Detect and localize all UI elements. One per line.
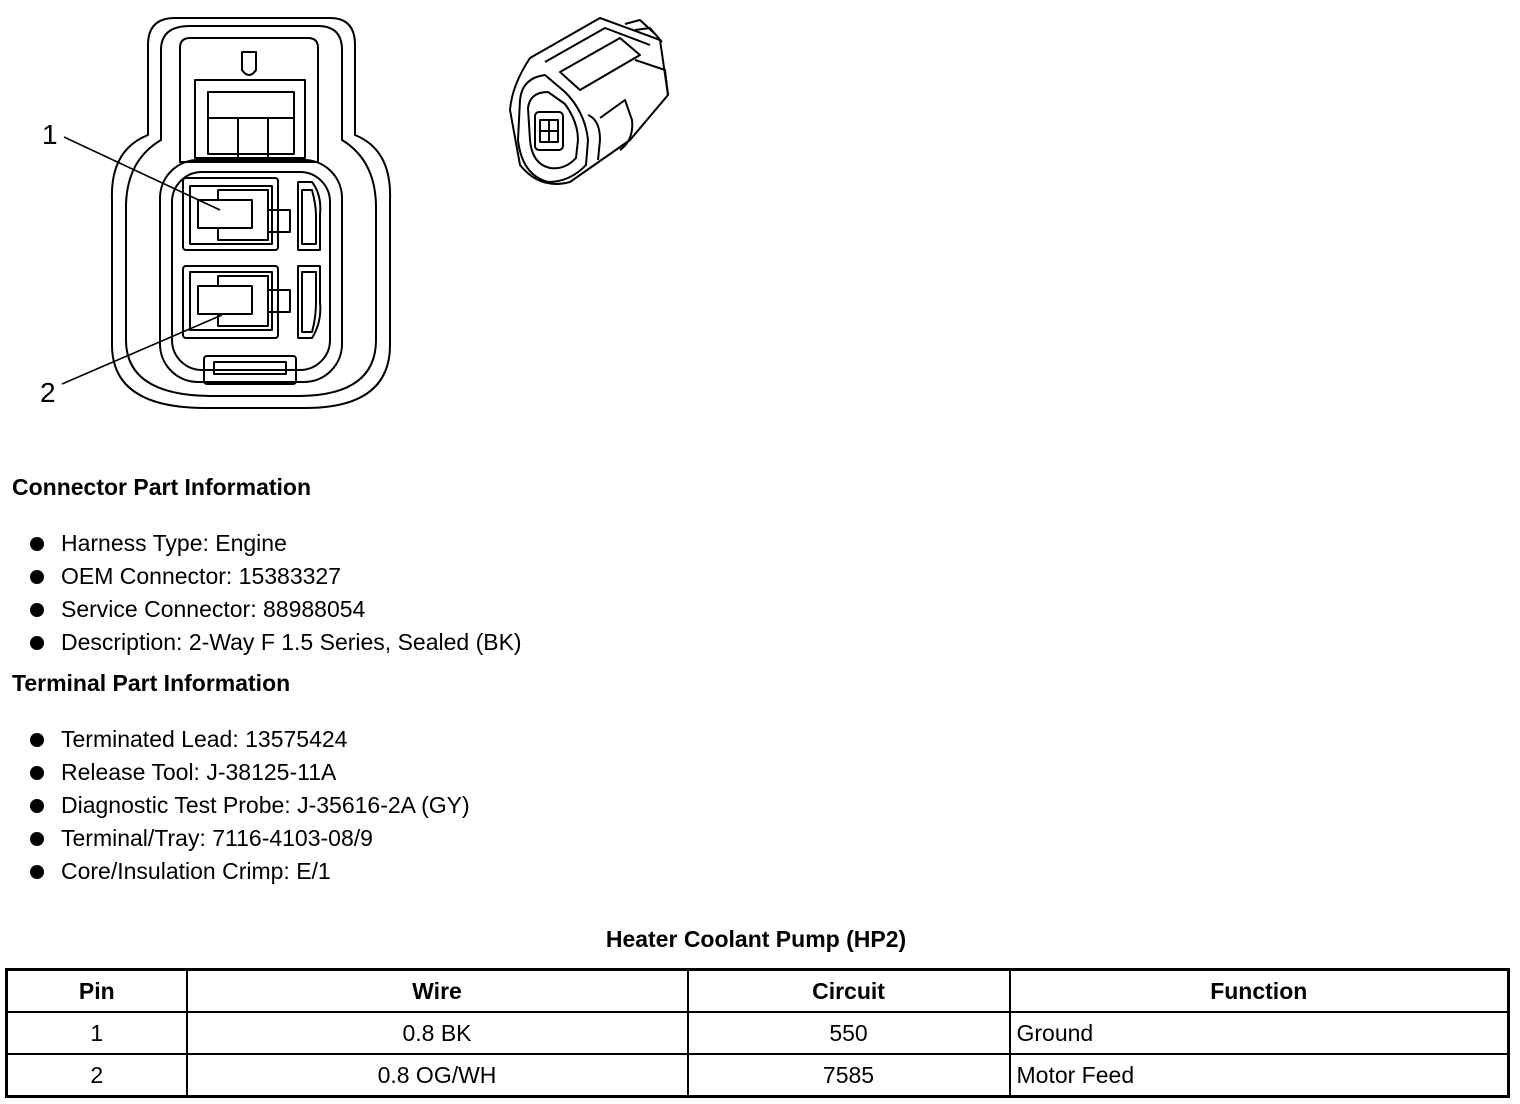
terminal-info-list: Terminated Lead: 13575424 Release Tool: …: [28, 723, 470, 888]
pin-cell: 1: [5, 1011, 188, 1055]
column-header-circuit: Circuit: [686, 968, 1011, 1013]
bullet-icon: [30, 766, 44, 780]
connector-3d-view: [509, 17, 669, 185]
table-row: 1 0.8 BK 550 Ground: [5, 1011, 1510, 1055]
circuit-cell: 550: [686, 1011, 1011, 1055]
connector-diagram: 1 2: [40, 17, 669, 409]
terminal-info-item: Diagnostic Test Probe: J-35616-2A (GY): [28, 789, 470, 822]
terminal-info-item: Core/Insulation Crimp: E/1: [28, 855, 470, 888]
pin-cell: 2: [5, 1053, 188, 1098]
connector-info-item: Description: 2-Way F 1.5 Series, Sealed …: [28, 626, 522, 659]
pin-1-cavity: [182, 177, 279, 251]
bullet-icon: [30, 733, 44, 747]
wire-cell: 0.8 BK: [185, 1011, 689, 1055]
table-header-row: Pin Wire Circuit Function: [5, 968, 1510, 1013]
bullet-icon: [30, 832, 44, 846]
bullet-icon: [30, 865, 44, 879]
connector-info-heading: Connector Part Information: [12, 474, 312, 500]
table-row: 2 0.8 OG/WH 7585 Motor Feed: [5, 1053, 1510, 1098]
terminal-info-item: Terminal/Tray: 7116-4103-08/9: [28, 822, 470, 855]
connector-housing-outline: [110, 17, 392, 409]
bullet-icon: [30, 799, 44, 813]
function-cell: Motor Feed: [1008, 1053, 1510, 1098]
terminal-info-heading: Terminal Part Information: [12, 670, 291, 696]
connector-info-list: Harness Type: Engine OEM Connector: 1538…: [28, 527, 522, 659]
pin-1-leader-line: [63, 136, 221, 211]
connector-info-item: Service Connector: 88988054: [28, 593, 522, 626]
connector-info-item: Harness Type: Engine: [28, 527, 522, 560]
function-cell: Ground: [1008, 1011, 1510, 1055]
bullet-icon: [30, 636, 44, 650]
column-header-pin: Pin: [5, 968, 188, 1013]
circuit-cell: 7585: [686, 1053, 1011, 1098]
pin-1-callout: 1: [42, 119, 58, 150]
column-header-wire: Wire: [185, 968, 689, 1013]
bullet-icon: [30, 537, 44, 551]
pin-2-callout: 2: [40, 377, 56, 408]
pin-2-leader-line: [61, 314, 223, 385]
connector-info-item: OEM Connector: 15383327: [28, 560, 522, 593]
wire-cell: 0.8 OG/WH: [185, 1053, 689, 1098]
column-header-function: Function: [1008, 968, 1510, 1013]
terminal-info-item: Terminated Lead: 13575424: [28, 723, 470, 756]
pin-table: Pin Wire Circuit Function 1 0.8 BK 550 G…: [5, 968, 1510, 1098]
terminal-info-item: Release Tool: J-38125-11A: [28, 756, 470, 789]
pin-table-title: Heater Coolant Pump (HP2): [605, 926, 907, 952]
bullet-icon: [30, 603, 44, 617]
bullet-icon: [30, 570, 44, 584]
pin-2-cavity: [182, 265, 279, 339]
